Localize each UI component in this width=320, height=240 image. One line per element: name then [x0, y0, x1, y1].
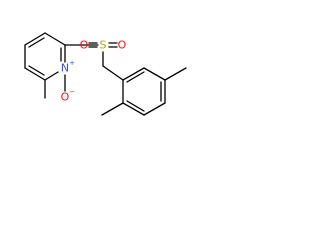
charge-o-minus: −: [69, 88, 75, 96]
bond-c5-c6-inner: [28, 65, 45, 76]
bond-b3-methyl: [164, 67, 187, 81]
pyridine-ring: [24, 32, 66, 99]
bond-b1-b2-inner: [126, 71, 145, 83]
bond-c6-n: [44, 71, 59, 81]
bond-b2-b3: [143, 67, 166, 81]
atom-n: N: [61, 62, 69, 75]
bond-b6-methyl: [101, 102, 124, 116]
bond-b5-b6: [122, 102, 145, 116]
sulfonyl-group: [64, 42, 124, 81]
charge-n-plus: +: [69, 59, 75, 67]
benzene-ring: [101, 67, 187, 116]
bond-c3-c4-inner: [28, 37, 45, 48]
chemical-structure: N + O − S O O: [24, 32, 187, 116]
bond-b5-b6-inner: [126, 100, 145, 112]
bond-c3-c4: [24, 32, 46, 46]
atom-o-noxide: O: [61, 91, 70, 104]
atom-o-sulfonyl-right: O: [118, 39, 127, 52]
atom-labels: N + O − S O O: [61, 39, 127, 104]
bond-c5-c6: [24, 67, 46, 81]
bond-b1-b2: [122, 67, 145, 81]
bond-b4-b5: [143, 102, 166, 116]
bond-c2-c3: [44, 32, 66, 46]
bond-ch2-aryl: [102, 65, 124, 81]
atom-o-sulfonyl-left: O: [80, 39, 89, 52]
atom-s: S: [100, 39, 107, 52]
